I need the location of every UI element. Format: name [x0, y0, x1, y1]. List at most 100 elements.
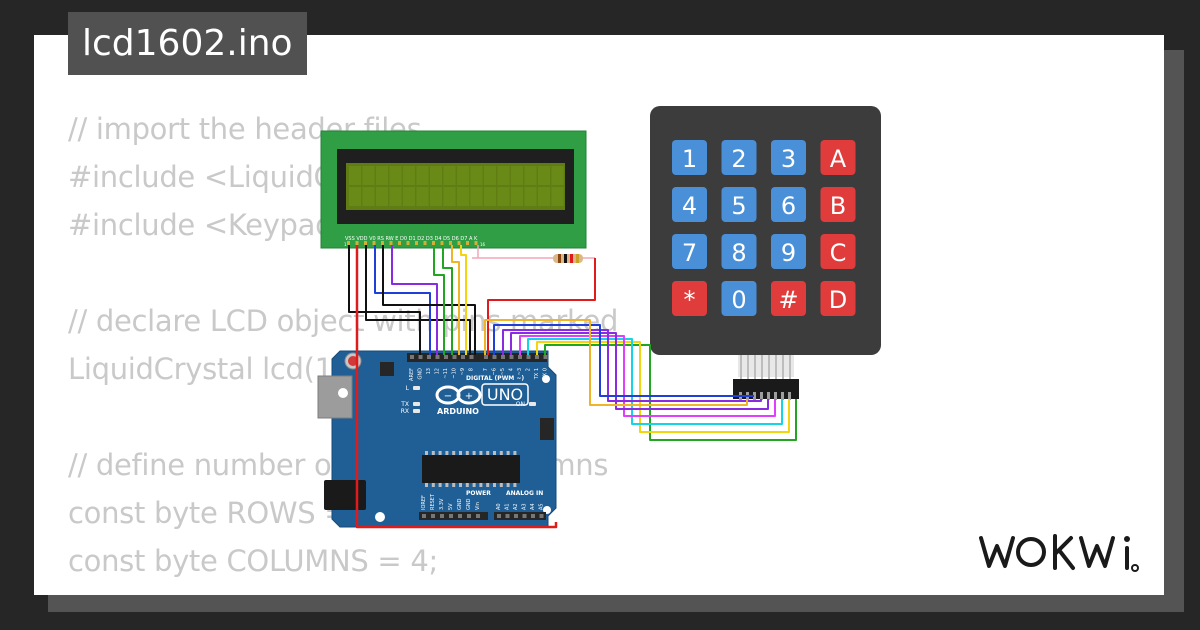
digital-pin-hole[interactable] — [444, 355, 448, 359]
digital-pin-hole[interactable] — [518, 355, 522, 359]
key-A[interactable]: A — [820, 140, 856, 175]
led-label: TX — [400, 401, 409, 408]
key-cap[interactable] — [771, 281, 806, 316]
power-pin-hole[interactable] — [458, 514, 462, 518]
key-cap[interactable] — [672, 281, 707, 316]
infinity-logo: − + — [435, 385, 482, 405]
key-cap[interactable] — [771, 234, 806, 269]
lcd-pin — [355, 241, 359, 245]
key-8[interactable]: 8 — [721, 234, 757, 269]
digital-pin-label: 8 — [469, 368, 475, 371]
digital-pin-hole[interactable] — [492, 355, 497, 359]
wire — [348, 245, 421, 355]
digital-pin-hole[interactable] — [509, 355, 514, 359]
lcd-pin — [432, 241, 435, 245]
key-4[interactable]: 4 — [672, 187, 707, 222]
key-cap[interactable] — [721, 281, 757, 316]
lcd-pin — [457, 241, 461, 245]
digital-pin-hole[interactable] — [461, 355, 465, 359]
digital-pin-hole[interactable] — [418, 355, 423, 359]
chip-leg — [431, 451, 435, 455]
key-B[interactable]: B — [820, 187, 856, 222]
key-cap[interactable] — [820, 281, 856, 316]
key-label: 7 — [682, 239, 697, 267]
mount-hole — [542, 375, 550, 383]
chip-leg — [499, 483, 503, 487]
key-cap[interactable] — [820, 234, 856, 269]
key-9[interactable]: 9 — [771, 234, 806, 269]
analog-pin-hole[interactable] — [497, 514, 501, 518]
key-cap[interactable] — [672, 234, 707, 269]
key-2[interactable]: 2 — [721, 140, 757, 175]
key-5[interactable]: 5 — [721, 187, 757, 222]
analog-pin-label: A5 — [539, 503, 545, 510]
analog-pin-hole[interactable] — [505, 514, 510, 518]
analog-pin-label: A4 — [530, 503, 536, 510]
key-cap[interactable] — [721, 234, 757, 269]
digital-pin-hole[interactable] — [452, 355, 457, 359]
wire — [536, 341, 790, 433]
key-7[interactable]: 7 — [672, 234, 707, 269]
power-pin-hole[interactable] — [467, 514, 471, 518]
chip-leg — [425, 483, 428, 487]
wire — [460, 245, 467, 355]
digital-pin-hole[interactable] — [526, 355, 531, 359]
digital-pin-hole[interactable] — [435, 355, 440, 359]
key-label: D — [829, 286, 847, 314]
wire — [355, 245, 558, 529]
key-D[interactable]: D — [820, 281, 856, 316]
power-pin-hole[interactable] — [476, 514, 480, 518]
wire — [527, 338, 783, 425]
lcd-1602[interactable]: VSS VDD V0 RS RW E D0 D1 D2 D3 D4 D5 D6 … — [320, 130, 587, 249]
key-cap[interactable] — [820, 140, 856, 175]
key-label: 0 — [731, 286, 746, 314]
key-3[interactable]: 3 — [771, 140, 806, 175]
key-cap[interactable] — [672, 140, 707, 175]
analog-pin-hole[interactable] — [531, 514, 535, 518]
wire — [544, 344, 797, 441]
chip-leg — [459, 483, 462, 487]
key-cap[interactable] — [771, 187, 806, 222]
analog-pin-hole[interactable] — [514, 514, 518, 518]
key-cap[interactable] — [721, 187, 757, 222]
digital-pin-hole[interactable] — [410, 355, 414, 359]
key-*[interactable]: * — [672, 281, 707, 316]
key-label: 3 — [781, 145, 796, 173]
digital-pin-hole[interactable] — [427, 355, 431, 359]
key-cap[interactable] — [771, 140, 806, 175]
bottom-pin-holes — [422, 514, 544, 518]
power-pin-label: GND — [457, 498, 463, 510]
key-C[interactable]: C — [820, 234, 856, 269]
resistor[interactable] — [472, 254, 595, 263]
key-#[interactable]: # — [771, 281, 806, 316]
digital-pin-hole[interactable] — [484, 355, 488, 359]
lcd-cell — [470, 187, 483, 206]
chip-leg — [431, 483, 435, 487]
key-0[interactable]: 0 — [721, 281, 757, 316]
key-1[interactable]: 1 — [672, 140, 707, 175]
key-cap[interactable] — [672, 187, 707, 222]
key-cap[interactable] — [820, 187, 856, 222]
power-pin-hole[interactable] — [431, 514, 435, 518]
wire — [451, 245, 460, 355]
key-cap[interactable] — [721, 140, 757, 175]
chip-leg — [465, 483, 469, 487]
key-6[interactable]: 6 — [771, 187, 806, 222]
power-pin-hole[interactable] — [440, 514, 444, 518]
digital-pin-hole[interactable] — [543, 355, 548, 359]
chip-leg — [506, 451, 510, 455]
analog-header-label: ANALOG IN — [506, 490, 543, 497]
analog-pin-hole[interactable] — [522, 514, 527, 518]
digital-pin-hole[interactable] — [535, 355, 539, 359]
resistor-band — [564, 254, 567, 263]
digital-pin-hole[interactable] — [469, 355, 474, 359]
power-pin-hole[interactable] — [422, 514, 426, 518]
digital-header-label: DIGITAL (PWM ~) — [466, 375, 524, 382]
power-pin-hole[interactable] — [449, 514, 453, 518]
analog-pin-hole[interactable] — [539, 514, 544, 518]
digital-pin-hole[interactable] — [501, 355, 505, 359]
